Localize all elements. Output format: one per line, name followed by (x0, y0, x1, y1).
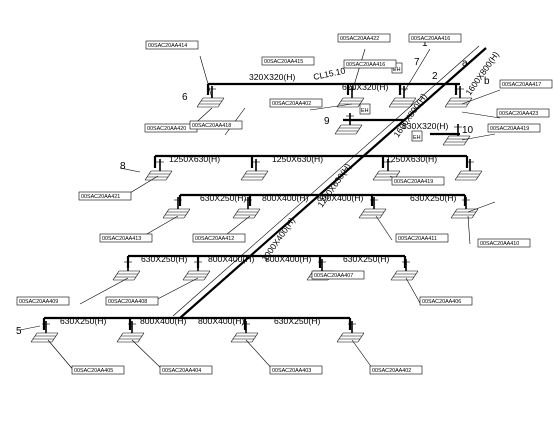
equipment-tag-box (189, 120, 243, 130)
equipment-tag: 00SAC20AA411 (398, 236, 437, 242)
duct-size-label: 320X320(H) (249, 72, 295, 82)
duct-size-label: 800X400(H) (262, 193, 308, 203)
eh-box-2 (411, 130, 423, 142)
diffuser-l1-2 (240, 158, 269, 181)
equipment-tag: 00SAC20AA402 (272, 101, 311, 107)
equipment-tag: 00SAC20AA416 (411, 36, 450, 42)
equipment-tag: 00SAC20AA413 (102, 236, 141, 242)
duct-size-label: 800X400(H) (140, 316, 186, 326)
equipment-tag-box (391, 176, 445, 186)
end-label: EH (361, 108, 369, 114)
equipment-tag-box (311, 270, 365, 280)
callout-number: 7 (414, 57, 420, 68)
equipment-tag: 00SAC20AA421 (81, 194, 120, 200)
equipment-tag: 00SAC20AA419 (490, 126, 529, 132)
callout-number: 10 (462, 125, 474, 136)
equipment-tag-box (496, 108, 550, 118)
equipment-tag-box (343, 59, 397, 69)
riser-inner-line (172, 45, 480, 317)
equipment-tag: 00SAC20AA414 (148, 43, 187, 49)
equipment-tag-box (337, 33, 391, 43)
duct-size-label: 630X250(H) (60, 316, 106, 326)
callout-number: 9 (324, 116, 330, 127)
callout-number: 5 (16, 326, 22, 337)
equipment-tag: 00SAC20AA410 (480, 241, 519, 247)
duct-size-label: 620X320(H) (342, 82, 388, 92)
equipment-tag: 00SAC20AA406 (422, 299, 461, 305)
diffuser-l3-4 (390, 258, 419, 281)
duct-size-label: 630X250(H) (410, 193, 456, 203)
equipment-tag-box (145, 40, 199, 50)
callout-number: a (462, 58, 468, 69)
duct-size-label: 1250X630(H) (386, 154, 437, 164)
equipment-tag-box (78, 191, 132, 201)
callout-number: 6 (182, 92, 188, 103)
equipment-tag: 00SAC20AA402 (372, 368, 411, 374)
equipment-tag-box (269, 365, 323, 375)
equipment-tag: 00SAC20AA419 (394, 179, 433, 185)
equipment-tag-box (369, 365, 423, 375)
equipment-tag: 00SAC20AA417 (502, 82, 541, 88)
duct-size-label: 630X320(H) (402, 121, 448, 131)
equipment-tag: 00SAC20AA409 (19, 299, 58, 305)
main-riser-duct (179, 47, 487, 319)
equipment-tag: 00SAC20AA403 (272, 368, 311, 374)
equipment-tag-box (192, 233, 246, 243)
equipment-tag: 00SAC20AA405 (74, 368, 113, 374)
callout-number: 8 (120, 161, 126, 172)
duct-size-label: 630X250(H) (274, 316, 320, 326)
equipment-tag: 00SAC20AA422 (340, 36, 379, 42)
callout-number: 2 (432, 71, 438, 82)
equipment-tag: 00SAC20AA408 (108, 299, 147, 305)
diffuser-l2-1 (162, 196, 191, 219)
equipment-tag-box (261, 56, 315, 66)
riser-size-label: 1600X800(H) (463, 49, 501, 97)
diffuser-l4-4 (336, 320, 365, 343)
equipment-tag: 00SAC20AA420 (147, 126, 186, 132)
duct-size-label: 630X250(H) (200, 193, 246, 203)
equipment-tag-box (269, 98, 323, 108)
equipment-tag-box (499, 79, 553, 89)
equipment-tag-box (105, 296, 159, 306)
end-label: EH (393, 67, 401, 73)
diffuser-l1-4 (454, 158, 483, 181)
equipment-tag: 00SAC20AA416 (346, 62, 385, 68)
equipment-tag-box (487, 123, 541, 133)
equipment-tag: 00SAC20AA423 (499, 111, 538, 117)
equipment-tag: 00SAC20AA404 (162, 368, 201, 374)
duct-size-label: 800X400(H) (265, 254, 311, 264)
equipment-tag-box (99, 233, 153, 243)
duct-size-label: 630X250(H) (141, 254, 187, 264)
diffuser-l3-1 (112, 258, 141, 281)
callout-number: b (484, 76, 490, 87)
diffuser-l4-1 (30, 320, 59, 343)
duct-size-label: 800X400(H) (317, 193, 363, 203)
equipment-tag: 00SAC20AA418 (192, 123, 231, 129)
equipment-tag-box (477, 238, 531, 248)
equipment-tag: 00SAC20AA415 (264, 59, 303, 65)
duct-size-label: 1250X630(H) (272, 154, 323, 164)
duct-size-label: 800X400(H) (198, 316, 244, 326)
end-label: EH (413, 135, 421, 141)
duct-size-label: 800X400(H) (208, 254, 254, 264)
eh-box-1 (359, 103, 371, 115)
diffuser-9 (334, 112, 363, 135)
duct-size-label: 1250X630(H) (169, 154, 220, 164)
equipment-tag-box (408, 33, 462, 43)
equipment-tag-box (16, 296, 70, 306)
riser-size-label: 1600X800(H) (391, 91, 429, 139)
equipment-tag-box (71, 365, 125, 375)
damper-label: CL15.10 (312, 65, 346, 82)
equipment-tag: 00SAC20AA407 (314, 273, 353, 279)
equipment-tag-box (419, 296, 473, 306)
equipment-tag: 00SAC20AA412 (195, 236, 234, 242)
equipment-tag-box (159, 365, 213, 375)
duct-size-label: 630X250(H) (343, 254, 389, 264)
callout-number: 1 (422, 38, 428, 49)
equipment-tag-box (395, 233, 449, 243)
diffuser-l1-1 (144, 158, 173, 181)
diffuser-top-1 (196, 85, 225, 108)
